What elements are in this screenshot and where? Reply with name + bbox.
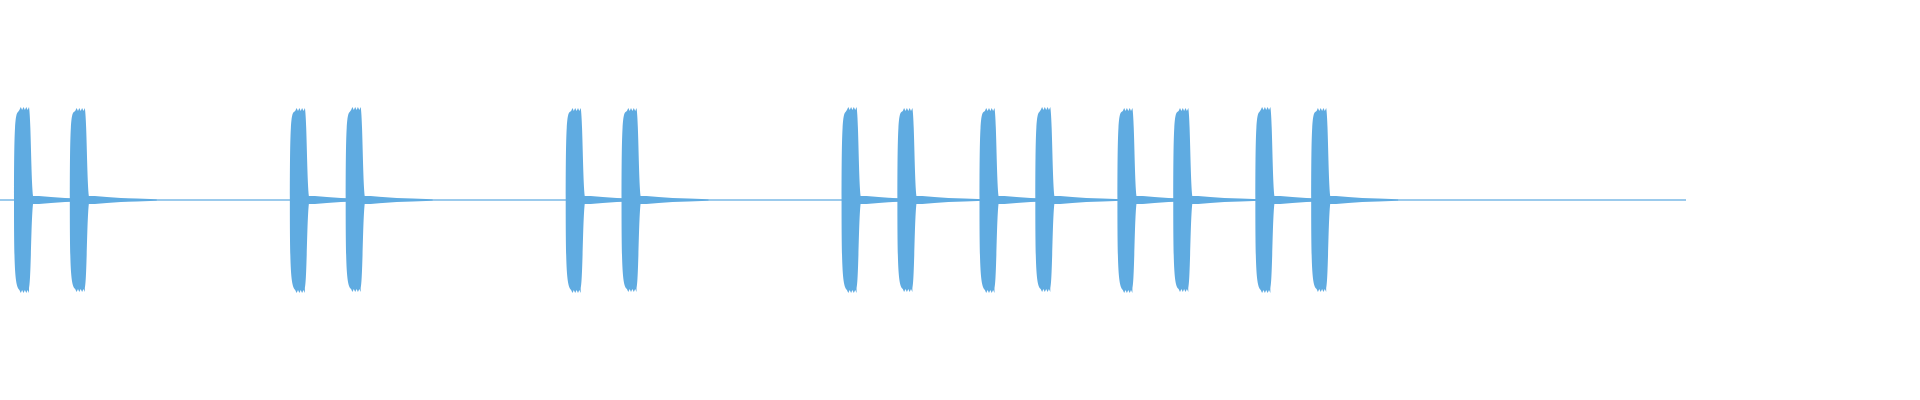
- waveform-click: [565, 108, 653, 293]
- waveform-click: [14, 107, 101, 293]
- waveform-click: [897, 108, 985, 292]
- waveform-click: [1311, 108, 1399, 292]
- waveform-click-burst: [1311, 108, 1399, 292]
- waveform-click-burst: [14, 107, 101, 293]
- waveform-click-burst: [841, 107, 929, 293]
- waveform-click-burst: [1117, 108, 1205, 293]
- waveform-click-burst: [1173, 108, 1261, 292]
- waveform-click: [345, 107, 433, 292]
- waveform-click: [1255, 107, 1343, 293]
- waveform-click-burst: [69, 108, 157, 292]
- waveform-click: [621, 108, 709, 292]
- waveform-click-burst: [1255, 107, 1343, 293]
- waveform-click-burst: [1035, 107, 1123, 292]
- waveform-click-burst: [897, 108, 985, 292]
- waveform-click: [841, 107, 929, 293]
- waveform-click: [1173, 108, 1261, 292]
- waveform-click: [1035, 107, 1123, 292]
- waveform-click: [1117, 108, 1205, 293]
- waveform-click-burst: [289, 108, 377, 293]
- waveform-click-burst: [565, 108, 653, 293]
- waveform-click: [289, 108, 377, 293]
- waveform-click-burst: [979, 108, 1067, 293]
- waveform-click-burst: [345, 107, 433, 292]
- waveform-click: [69, 108, 157, 292]
- waveform-click: [979, 108, 1067, 293]
- waveform-click-burst: [621, 108, 709, 292]
